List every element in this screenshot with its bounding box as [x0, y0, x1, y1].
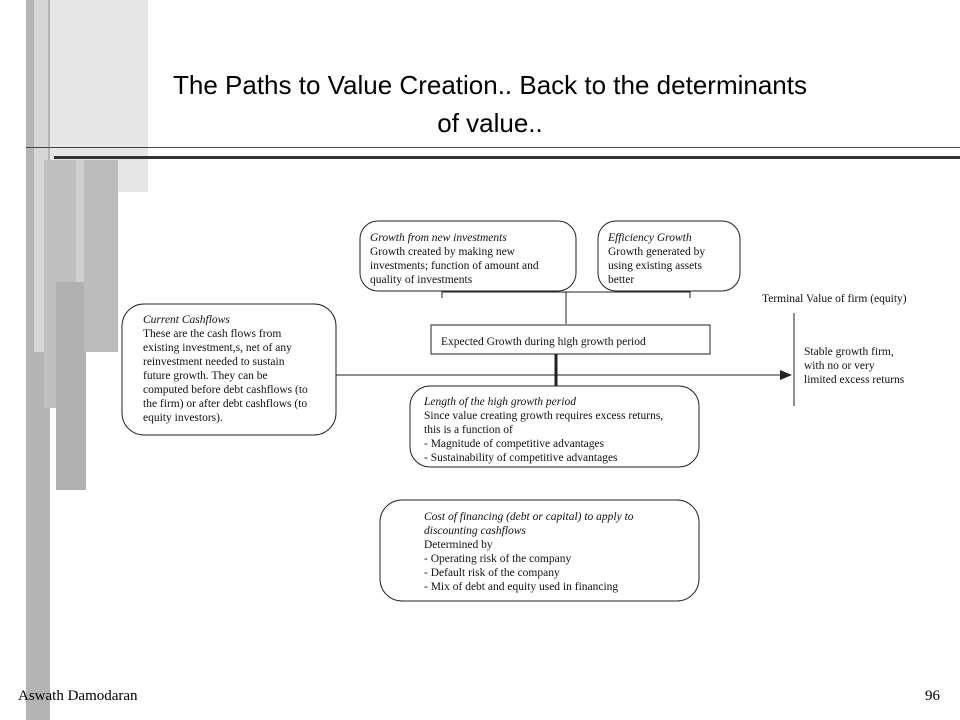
- box-expected-growth: [430, 324, 711, 355]
- efficiency-growth-heading: Efficiency Growth: [607, 232, 692, 244]
- main-flow-arrowhead: [780, 370, 792, 380]
- cost-of-financing-line: Determined by: [424, 539, 493, 551]
- efficiency-growth-line: better: [608, 274, 634, 286]
- efficiency-growth-line: Growth generated by: [608, 246, 705, 258]
- current-cashflows-line: equity investors).: [143, 412, 223, 424]
- terminal-value-line: with no or very: [804, 360, 875, 372]
- decor-bar-6: [56, 282, 86, 490]
- box-cost-of-financing: [379, 499, 700, 602]
- title-rule-thin: [26, 147, 960, 148]
- growth-new-investments-line: Growth created by making new: [370, 246, 516, 258]
- box-high-growth-length: [409, 385, 700, 468]
- terminal-value-line: limited excess returns: [804, 374, 905, 386]
- growth-new-investments-heading: Growth from new investments: [370, 232, 507, 244]
- current-cashflows-line: computed before debt cashflows (to: [143, 384, 308, 396]
- terminal-value-line: Stable growth firm,: [804, 346, 894, 358]
- high-growth-length-heading: Length of the high growth period: [423, 396, 576, 408]
- footer-author: Aswath Damodaran: [18, 688, 138, 704]
- growth-new-investments-line: investments; function of amount and: [370, 260, 539, 272]
- current-cashflows-line: reinvestment needed to sustain: [143, 356, 285, 368]
- cost-of-financing-heading: discounting cashflows: [424, 525, 526, 537]
- current-cashflows-line: the firm) or after debt cashflows (to: [143, 398, 307, 410]
- slide-title-line-2: of value..: [437, 108, 543, 138]
- current-cashflows-line: future growth. They can be: [143, 370, 268, 382]
- efficiency-growth-line: using existing assets: [608, 260, 702, 272]
- high-growth-length-line: this is a function of: [424, 424, 513, 436]
- slide-title: The Paths to Value Creation.. Back to th…: [60, 66, 920, 142]
- box-growth-new-investments: [359, 220, 577, 292]
- footer-page-number: 96: [925, 688, 940, 704]
- high-growth-length-line: Since value creating growth requires exc…: [424, 410, 663, 422]
- growth-new-investments-line: quality of investments: [370, 274, 473, 286]
- box-efficiency-growth: [597, 220, 741, 292]
- terminal-value-label: Terminal Value of firm (equity): [762, 293, 907, 305]
- box-current-cashflows: [121, 303, 337, 436]
- current-cashflows-line: existing investment,s, net of any: [143, 342, 292, 354]
- cost-of-financing-line: - Operating risk of the company: [424, 553, 571, 565]
- high-growth-length-line: - Sustainability of competitive advantag…: [424, 452, 618, 464]
- current-cashflows-heading: Current Cashflows: [143, 314, 230, 326]
- current-cashflows-line: These are the cash flows from: [143, 328, 281, 340]
- cost-of-financing-line: - Mix of debt and equity used in financi…: [424, 581, 618, 593]
- expected-growth-label: Expected Growth during high growth perio…: [441, 336, 646, 348]
- slide-title-line-1: The Paths to Value Creation.. Back to th…: [173, 70, 807, 100]
- cost-of-financing-line: - Default risk of the company: [424, 567, 560, 579]
- title-rule-thick: [54, 156, 960, 159]
- high-growth-length-line: - Magnitude of competitive advantages: [424, 438, 605, 450]
- cost-of-financing-heading: Cost of financing (debt or capital) to a…: [424, 511, 634, 523]
- connectors: [336, 286, 795, 406]
- decor-bar-7: [84, 160, 118, 352]
